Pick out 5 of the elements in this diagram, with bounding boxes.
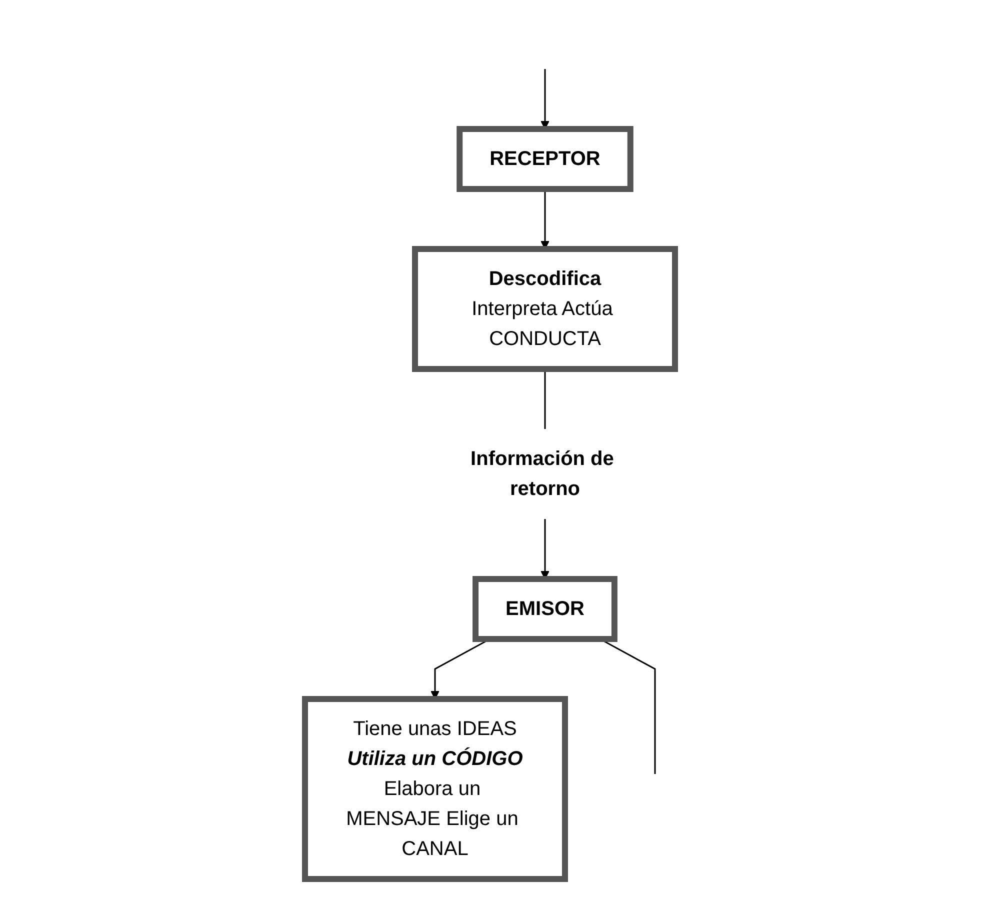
- node-box: EMISOR: [472, 576, 618, 642]
- node-box: Descodifica Interpreta Actúa CONDUCTA: [412, 246, 678, 372]
- node-text: Información de retorno: [470, 448, 614, 500]
- node-box: RECEPTOR: [456, 126, 634, 192]
- node-box: Tiene unas IDEAS Utiliza un CÓDIGO Elabora un MENSAJE Elige un CANAL: [302, 696, 568, 882]
